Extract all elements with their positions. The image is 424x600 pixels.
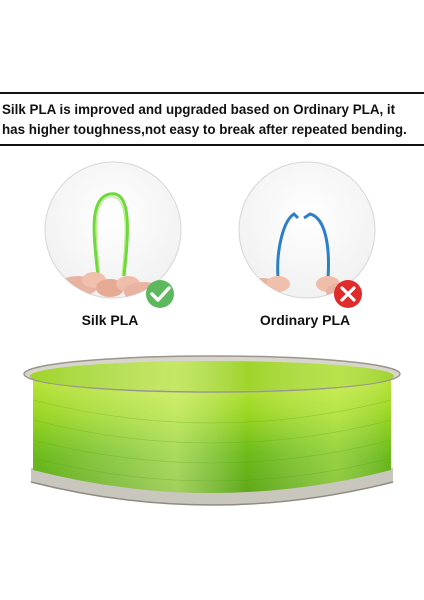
ordinary-pla-bend-photo bbox=[238, 161, 376, 308]
headline-rule-top bbox=[0, 92, 424, 94]
ordinary-pla-label: Ordinary PLA bbox=[259, 312, 351, 328]
headline: Silk PLA is improved and upgraded based … bbox=[0, 100, 424, 140]
silk-pla-label: Silk PLA bbox=[81, 312, 139, 328]
silk-pla-bend-photo bbox=[44, 161, 182, 308]
cross-icon bbox=[334, 280, 362, 308]
check-icon bbox=[146, 280, 174, 308]
filament-spool-icon bbox=[23, 355, 401, 506]
headline-rule-bottom bbox=[0, 144, 424, 146]
headline-line-2: has higher toughness,not easy to break a… bbox=[2, 122, 407, 137]
headline-line-1: Silk PLA is improved and upgraded based … bbox=[2, 102, 396, 117]
